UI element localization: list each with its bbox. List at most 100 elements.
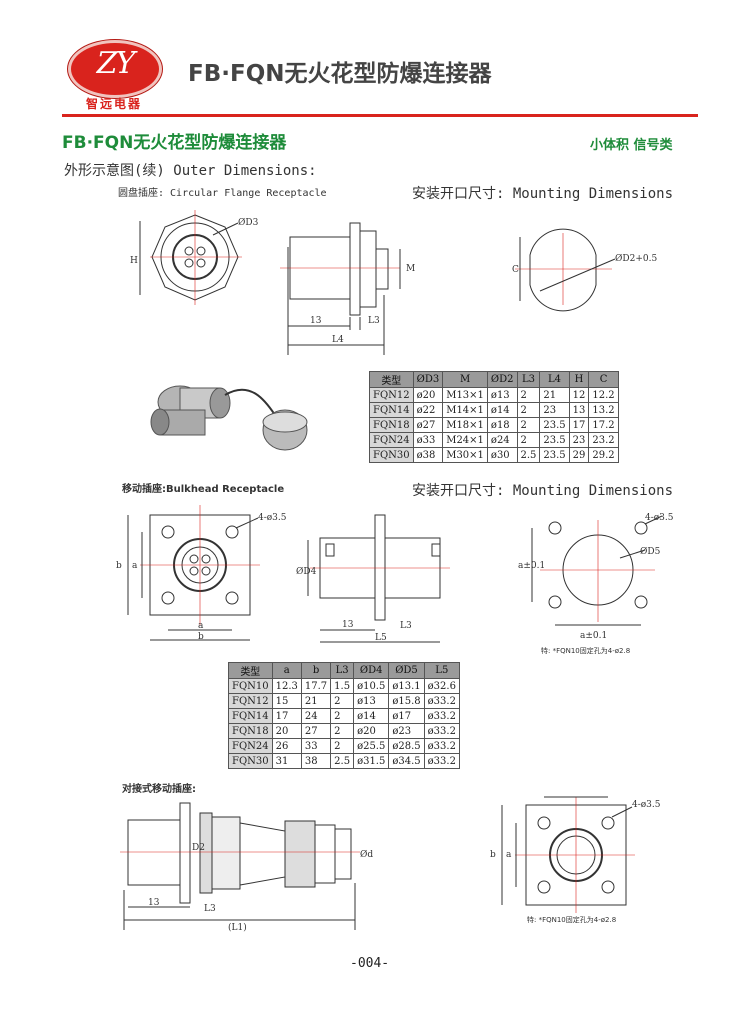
holes-label-cutout: 4-ø3.5 — [645, 513, 674, 523]
mounting-dimensions-heading-2: 安装开口尺寸: Mounting Dimensions — [412, 483, 674, 499]
section-title: FB·FQN无火花型防爆连接器 — [62, 133, 287, 153]
flange-side-view — [280, 222, 401, 355]
table-cell: 29 — [568, 447, 590, 463]
model-cell: FQN30 — [369, 447, 414, 463]
model-cell: FQN12 — [369, 387, 414, 403]
table-cell: ø15.8 — [388, 693, 425, 709]
table-cell: 2 — [330, 693, 355, 709]
table-cell: 31 — [271, 753, 302, 769]
table-cell: ø23 — [388, 723, 425, 739]
a-label-3: a — [506, 850, 512, 860]
logo-company-name: 智远电器 — [85, 97, 142, 111]
table-cell: ø13 — [353, 693, 390, 709]
table-cell: 23.5 — [539, 432, 570, 448]
table-cell: ø38 — [412, 447, 444, 463]
table-cell: ø27 — [412, 417, 444, 433]
d2-label-3: D2 — [192, 843, 205, 853]
table-cell: 33 — [300, 738, 332, 754]
page-title: FB·FQN无火花型防爆连接器 — [188, 61, 492, 87]
d5-label: ØD5 — [640, 546, 661, 557]
table-header-cell: H — [568, 371, 590, 388]
table-cell: 13.2 — [588, 402, 619, 418]
table-cell: ø13 — [486, 387, 518, 403]
table-header-cell: ØD4 — [353, 662, 390, 679]
mating-receptacle-heading: 对接式移动插座: — [122, 784, 196, 795]
table-cell: ø17 — [388, 708, 425, 724]
mounting-dimensions-heading-1: 安装开口尺寸: Mounting Dimensions — [412, 186, 674, 202]
m-label: M — [406, 264, 415, 274]
d2-label: ØD2+0.5 — [615, 253, 657, 264]
table-cell: ø33 — [412, 432, 444, 448]
table-cell: 29.2 — [588, 447, 619, 463]
table-cell: ø22 — [412, 402, 444, 418]
table-cell: ø30 — [486, 447, 518, 463]
logo-oval — [68, 40, 162, 98]
table-cell: 2 — [516, 432, 541, 448]
dim-13-label-2: 13 — [342, 620, 354, 630]
table-cell: ø32.6 — [423, 678, 460, 694]
mating-front-view — [501, 796, 635, 913]
table-cell: M18×1 — [442, 417, 488, 433]
holes-label-3: 4-ø3.5 — [632, 800, 661, 810]
dim-13-label: 13 — [310, 316, 322, 326]
circular-flange-heading: 圆盘插座: Circular Flange Receptacle — [118, 188, 327, 199]
table-header-cell: 类型 — [369, 371, 414, 388]
table-cell: 13 — [568, 402, 590, 418]
table-cell: 17.7 — [300, 678, 332, 694]
a-label-top: a — [576, 795, 582, 798]
l3-label-2: L3 — [400, 621, 412, 631]
table-cell: 2.5 — [330, 753, 355, 769]
d-label: Ød — [360, 849, 373, 860]
table-cell: 21 — [300, 693, 332, 709]
header-divider — [62, 114, 698, 117]
table-cell: 15 — [271, 693, 302, 709]
table-cell: 2 — [516, 417, 541, 433]
a-label-bottom: a — [198, 621, 204, 631]
note-fqn10-holes-1: 特: *FQN10固定孔为4-ø2.8 — [541, 647, 631, 655]
table-cell: ø33.2 — [423, 693, 460, 709]
a-tol-label-bottom: a±0.1 — [580, 631, 607, 641]
table-cell: 23.5 — [539, 417, 570, 433]
d4-label: ØD4 — [296, 566, 317, 577]
table-cell: 38 — [300, 753, 332, 769]
table-cell: ø31.5 — [353, 753, 390, 769]
bulkhead-heading: 移动插座:Bulkhead Receptacle — [122, 484, 285, 495]
a-label-front: a — [132, 561, 138, 571]
table-cell: 17 — [271, 708, 302, 724]
table-cell: ø14 — [486, 402, 518, 418]
l5-label: L5 — [375, 633, 387, 643]
table-cell: 2 — [330, 738, 355, 754]
table-cell: ø33.2 — [423, 753, 460, 769]
dim-13-label-3: 13 — [148, 898, 160, 908]
bulkhead-drawings: b a a b 4-ø3.5 ØD4 13 L3 L5 a±0.1 a±0.1 … — [116, 505, 674, 643]
model-cell: FQN18 — [369, 417, 414, 433]
table-header-cell: a — [271, 662, 302, 679]
model-cell: FQN14 — [369, 402, 414, 418]
table-header-cell: ØD3 — [412, 371, 444, 388]
table-cell: ø28.5 — [388, 738, 425, 754]
model-cell: FQN24 — [228, 738, 273, 754]
circular-flange-drawings: H ØD3 13 L3 L4 M C ØD2+0.5 — [130, 210, 657, 355]
table-header-cell: L3 — [516, 371, 541, 388]
table-header-cell: L3 — [330, 662, 355, 679]
cutout-view-1 — [515, 228, 616, 312]
table-header-cell: ØD2 — [486, 371, 518, 388]
bulkhead-front-view — [127, 505, 260, 641]
table-cell: 2 — [516, 387, 541, 403]
section-tag: 小体积 信号类 — [590, 138, 673, 153]
table-cell: ø10.5 — [353, 678, 390, 694]
model-cell: FQN14 — [228, 708, 273, 724]
model-cell: FQN30 — [228, 753, 273, 769]
table-cell: 21 — [539, 387, 570, 403]
d3-label: ØD3 — [238, 217, 259, 228]
mating-receptacle-drawings: 13 L3 (L1) D2 Ød b a b a 4-ø3.5 — [120, 795, 661, 933]
flange-front-view — [139, 210, 242, 305]
table-cell: 1.5 — [330, 678, 355, 694]
holes-label-front: 4-ø3.5 — [258, 513, 287, 523]
